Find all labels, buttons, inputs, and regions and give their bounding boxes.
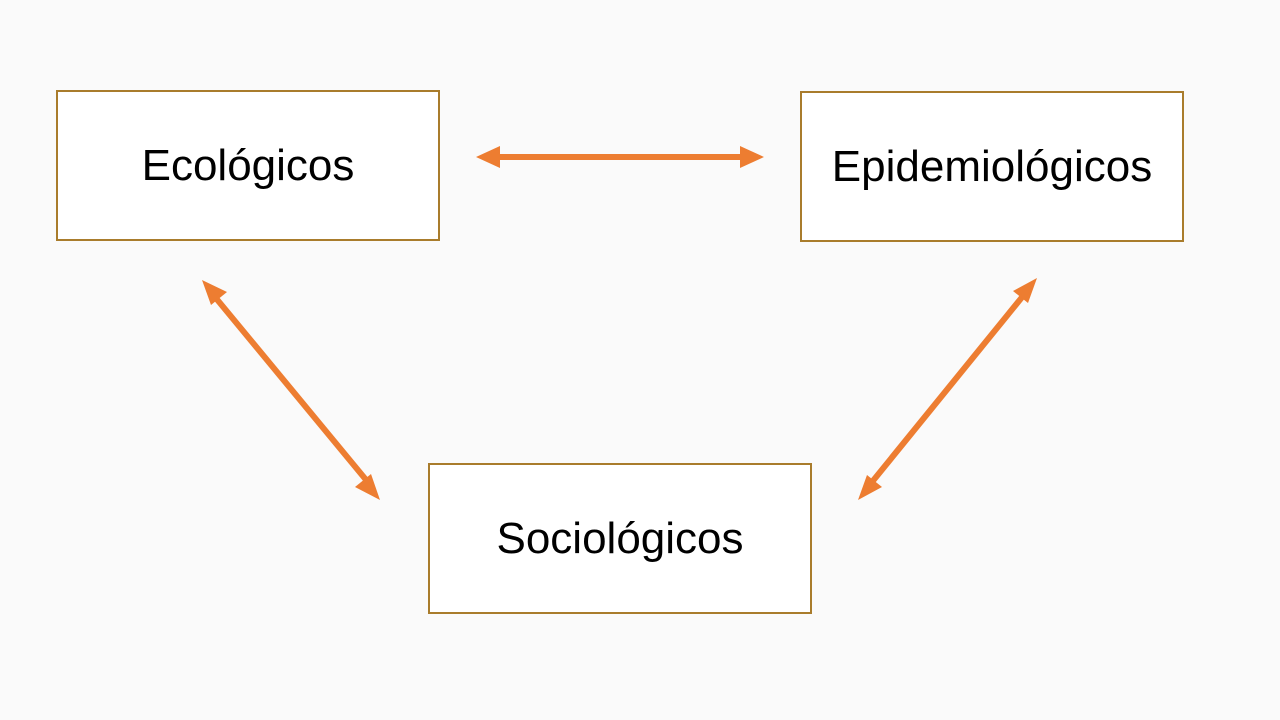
arrow-epidemiologicos-sociologicos [858, 278, 1037, 500]
arrow-ecologicos-sociologicos [202, 280, 380, 500]
node-epidemiologicos: Epidemiológicos [800, 91, 1184, 242]
node-sociologicos: Sociológicos [428, 463, 812, 614]
node-ecologicos: Ecológicos [56, 90, 440, 241]
node-epidemiologicos-label: Epidemiológicos [831, 141, 1153, 191]
node-ecologicos-label: Ecológicos [141, 140, 355, 190]
node-sociologicos-label: Sociológicos [496, 513, 744, 563]
arrow-ecologicos-epidemiologicos [476, 146, 764, 168]
